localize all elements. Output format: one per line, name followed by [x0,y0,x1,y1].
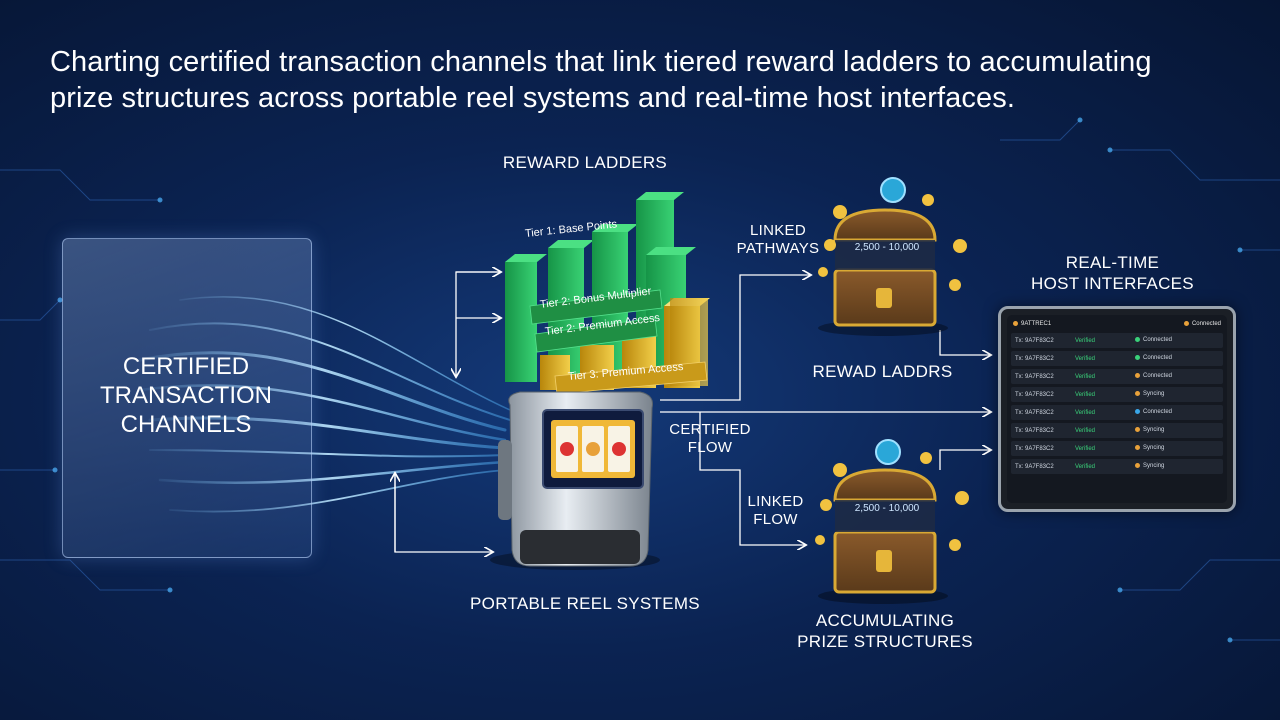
reel-systems-label: PORTABLE REEL SYSTEMS [470,594,700,613]
status-dot-icon [1135,337,1140,343]
tablet-header: 9ATTREC1 Connected [1007,315,1227,333]
channels-line-3: CHANNELS [120,411,252,438]
linked-flow-label: LINKED FLOW [747,493,804,528]
host-table-row[interactable]: Tx: 9A7F83C2 Verified Connected [1011,333,1223,348]
top-chest-graphic [818,177,967,336]
row-state-text: Connected [1143,409,1173,416]
row-transaction-id: Tx: 9A7F83C2 [1015,427,1054,434]
row-status: Verified [1075,463,1096,470]
row-state-text: Syncing [1143,445,1165,452]
row-connection-state: Connected [1135,409,1223,416]
row-status: Verified [1075,337,1096,344]
reward-ladders-title: REWARD LADDERS [502,153,668,172]
row-state-text: Syncing [1143,463,1165,470]
tablet-header-right: Connected [1183,320,1221,327]
reel-machine-graphic [490,391,660,570]
bottom-chest-amount: 2,500 - 10,000 [854,503,920,514]
row-transaction-id: Tx: 9A7F83C2 [1015,373,1054,380]
row-status: Verified [1075,409,1096,416]
channels-line-1: CERTIFIED [122,353,250,380]
row-state-text: Syncing [1143,427,1165,434]
host-table-row[interactable]: Tx: 9A7F83C2 Verified Syncing [1011,423,1223,438]
status-dot-icon [1135,427,1140,433]
host-table-row[interactable]: Tx: 9A7F83C2 Verified Syncing [1011,459,1223,474]
host-table-row[interactable]: Tx: 9A7F83C2 Verified Connected [1011,351,1223,366]
bottom-chest-graphic [815,439,969,604]
transaction-channels-title: CERTIFIED TRANSACTION CHANNELS [62,352,310,439]
row-status: Verified [1075,427,1096,434]
linked-pathways-label: LINKED PATHWAYS [736,222,820,257]
certified-flow-label: CERTIFIED FLOW [669,421,751,456]
status-dot-icon [1135,373,1140,379]
row-state-text: Syncing [1143,391,1165,398]
row-status: Verified [1075,355,1096,362]
row-transaction-id: Tx: 9A7F83C2 [1015,463,1054,470]
status-dot-icon [1135,391,1140,397]
bottom-chest-caption: ACCUMULATING PRIZE STRUCTURES [797,611,973,651]
row-transaction-id: Tx: 9A7F83C2 [1015,355,1054,362]
top-chest-caption: REWAD LADDRS [812,362,953,381]
row-transaction-id: Tx: 9A7F83C2 [1015,337,1054,344]
host-table-row[interactable]: Tx: 9A7F83C2 Verified Connected [1011,369,1223,384]
row-transaction-id: Tx: 9A7F83C2 [1015,409,1054,416]
row-state-text: Connected [1143,355,1173,362]
host-table-row[interactable]: Tx: 9A7F83C2 Verified Syncing [1011,387,1223,402]
row-state-text: Connected [1143,337,1173,344]
status-dot-icon [1135,355,1140,361]
status-dot-icon [1183,320,1189,326]
row-status: Verified [1075,373,1096,380]
host-interfaces-title: REAL-TIME HOST INTERFACES [1031,253,1194,293]
headline-line-2: prize structures across portable reel sy… [50,82,1015,114]
light-stream [138,296,511,513]
status-dot-icon [1135,445,1140,451]
host-table-row[interactable]: Tx: 9A7F83C2 Verified Connected [1011,405,1223,420]
row-connection-state: Connected [1135,373,1223,380]
transaction-channels-panel [62,238,312,558]
tablet-header-left: 9ATTREC1 [1013,320,1051,327]
status-dot-icon [1135,409,1140,415]
row-transaction-id: Tx: 9A7F83C2 [1015,445,1054,452]
row-transaction-id: Tx: 9A7F83C2 [1015,391,1054,398]
row-connection-state: Syncing [1135,463,1223,470]
row-connection-state: Syncing [1135,445,1223,452]
channels-line-2: TRANSACTION [99,382,272,409]
row-state-text: Connected [1143,373,1173,380]
row-status: Verified [1075,445,1096,452]
host-table-row[interactable]: Tx: 9A7F83C2 Verified Syncing [1011,441,1223,456]
page-headline: Charting certified transaction channels … [50,44,1230,116]
headline-line-1: Charting certified transaction channels … [50,46,1152,78]
status-dot-icon [1013,320,1018,326]
row-connection-state: Connected [1135,337,1223,344]
row-connection-state: Syncing [1135,427,1223,434]
row-status: Verified [1075,391,1096,398]
row-connection-state: Connected [1135,355,1223,362]
status-dot-icon [1135,463,1140,469]
row-connection-state: Syncing [1135,391,1223,398]
top-chest-amount: 2,500 - 10,000 [854,242,920,253]
